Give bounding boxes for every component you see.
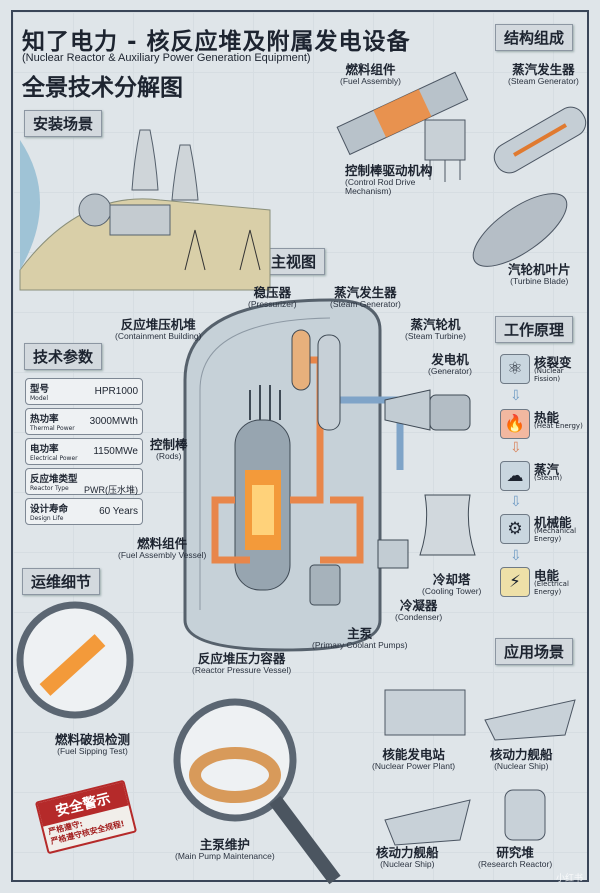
steam-generator-main-illustration (317, 334, 341, 431)
section-install: 安装场景 (24, 110, 103, 137)
application-illustrations (384, 689, 576, 846)
page-subtitle: (Nuclear Reactor & Auxiliary Power Gener… (22, 52, 311, 64)
install-scene-illustration (19, 129, 271, 291)
steam-cloud-icon: ☁ (500, 461, 530, 491)
section-applications: 应用场景 (495, 638, 574, 665)
app-research-reactor: 研究堆(Research Reactor) (478, 845, 553, 869)
label-fuel-assembly-vessel: 燃料组件(Fuel Assembly Vessel) (118, 536, 207, 560)
label-generator: 发电机(Generator) (428, 352, 472, 376)
section-params: 技术参数 (24, 343, 103, 370)
cooling-tower-illustration (419, 494, 476, 556)
condenser-illustration (377, 539, 409, 569)
app-nuclear-ship: 核动力舰船(Nuclear Ship) (490, 747, 553, 771)
label-steam-generator: 蒸汽发生器(Steam Generator) (330, 285, 401, 309)
section-principle: 工作原理 (495, 316, 574, 343)
arrow-down-icon: ⇩ (510, 548, 522, 564)
component-fuel-assembly: 燃料组件(Fuel Assembly) (340, 62, 401, 86)
app-nuclear-power-plant: 核能发电站(Nuclear Power Plant) (372, 747, 456, 771)
page-title-secondary: 全景技术分解图 (22, 75, 183, 101)
label-primary-pump: 主泵(Primary Coolant Pumps) (312, 626, 408, 650)
magnifier-pump-illustration (173, 698, 341, 885)
watermark: 小红书 (556, 874, 584, 884)
label-condenser: 冷凝器(Condenser) (395, 598, 443, 622)
label-cooling-tower: 冷却塔(Cooling Tower) (422, 572, 482, 596)
principle-step-steam: ☁蒸汽(Steam) (500, 457, 592, 497)
section-main-view: 主视图 (262, 248, 326, 275)
page-title: 知了电力 - 核反应堆及附属发电设备 (22, 29, 411, 55)
principle-step-fission: ⚛核裂变(Nuclear Fission) (500, 350, 592, 390)
flame-icon: 🔥 (500, 409, 530, 439)
component-turbine-blade: 汽轮机叶片(Turbine Blade) (508, 262, 571, 286)
arrow-down-icon: ⇩ (510, 494, 522, 510)
reactor-vessel-illustration (234, 385, 291, 591)
section-maintenance: 运维细节 (22, 568, 101, 595)
turbine-blade-illustration (472, 193, 568, 267)
turbine-icon: ⚙ (500, 514, 530, 544)
pump-illustration (309, 564, 341, 606)
label-main-pump-maintenance: 主泵维护(Main Pump Maintenance) (175, 837, 275, 861)
principle-step-mechanical: ⚙机械能(Mechanical Energy) (500, 510, 592, 550)
control-rod-drive-illustration (424, 119, 466, 182)
turbine-generator-illustration (384, 389, 471, 431)
label-fuel-sipping-test: 燃料破损检测(Fuel Sipping Test) (55, 732, 131, 756)
steam-generator-illustration (493, 106, 587, 174)
app-nuclear-ship-2: 核动力舰船(Nuclear Ship) (376, 845, 439, 869)
section-structure: 结构组成 (495, 24, 574, 51)
atom-icon: ⚛ (500, 354, 530, 384)
fuel-assembly-illustration (336, 71, 469, 156)
principle-step-electrical: ⚡电能(Electrical Energy) (500, 563, 592, 603)
principle-step-heat: 🔥热能(Heat Energy) (500, 405, 592, 445)
arrow-down-icon: ⇩ (510, 388, 522, 404)
lightning-icon: ⚡ (500, 567, 530, 597)
magnifier-fuel-illustration (16, 601, 134, 719)
arrow-down-icon: ⇩ (510, 440, 522, 456)
label-containment: 反应堆压机堆(Containment Building) (115, 317, 202, 341)
label-pressurizer: 稳压器(Pressurizer) (248, 285, 297, 309)
pressurizer-illustration (291, 329, 311, 391)
component-steam-generator: 蒸汽发生器(Steam Generator) (508, 62, 579, 86)
label-reactor-pressure-vessel: 反应堆压力容器(Reactor Pressure Vessel) (192, 651, 292, 675)
label-rods: 控制棒(Rods) (150, 437, 188, 461)
label-steam-turbine: 蒸汽轮机(Steam Turbine) (405, 317, 466, 341)
component-control-rod-drive: 控制棒驱动机构(Control Rod Drive Mechanism) (345, 163, 433, 197)
